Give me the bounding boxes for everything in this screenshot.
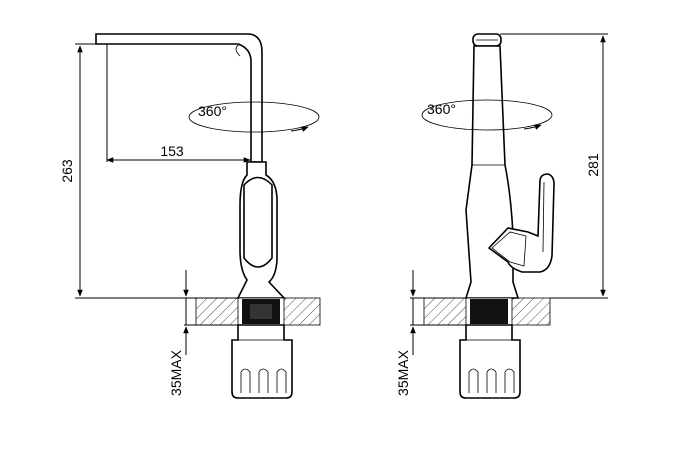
right-shank — [470, 299, 508, 324]
right-deck-label: 35MAX — [395, 349, 411, 396]
left-rotation-ellipse — [188, 101, 320, 133]
right-rotation-label: 360° — [427, 101, 456, 117]
left-view: 153 263 360° 35MAX — [59, 33, 321, 399]
right-handle — [487, 173, 555, 273]
left-handle — [243, 176, 273, 268]
left-deck-label: 35MAX — [168, 349, 184, 396]
left-shank — [242, 299, 280, 324]
right-rotation-ellipse — [421, 99, 553, 131]
right-view: 281 360° 35MAX — [395, 33, 608, 399]
right-height-label: 281 — [585, 153, 601, 177]
left-reach-label: 153 — [160, 143, 184, 159]
left-height-label: 263 — [59, 159, 75, 183]
left-rotation-label: 360° — [198, 103, 227, 119]
